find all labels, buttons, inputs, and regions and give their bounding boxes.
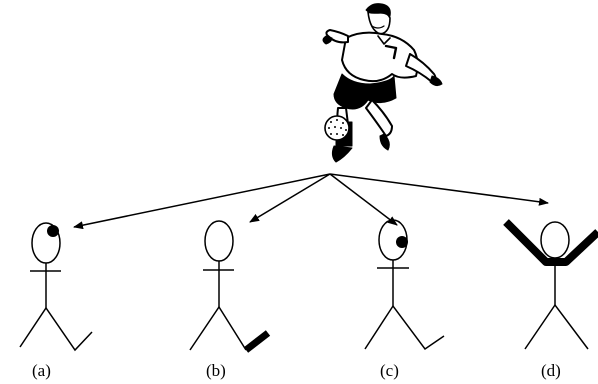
- label-c: (c): [380, 361, 399, 380]
- bold-arms: [503, 219, 598, 266]
- head-marker-dot: [396, 236, 408, 248]
- bold-leg: [243, 330, 271, 353]
- head-marker-dot: [47, 225, 59, 237]
- soccer-player-icon: [322, 3, 443, 163]
- arrow-to-a: [73, 173, 331, 230]
- stick-figure-a: [19, 222, 93, 352]
- stick-figure-d: [503, 219, 598, 350]
- arrow-to-c: [329, 173, 398, 226]
- label-d: (d): [541, 361, 561, 380]
- stick-figure-b: [189, 220, 271, 353]
- stick-figure-c: [364, 219, 445, 351]
- arrow-to-d: [329, 173, 549, 206]
- arrows: [73, 173, 549, 230]
- arrow-to-b: [249, 173, 331, 223]
- label-b: (b): [206, 361, 226, 380]
- label-a: (a): [32, 361, 51, 380]
